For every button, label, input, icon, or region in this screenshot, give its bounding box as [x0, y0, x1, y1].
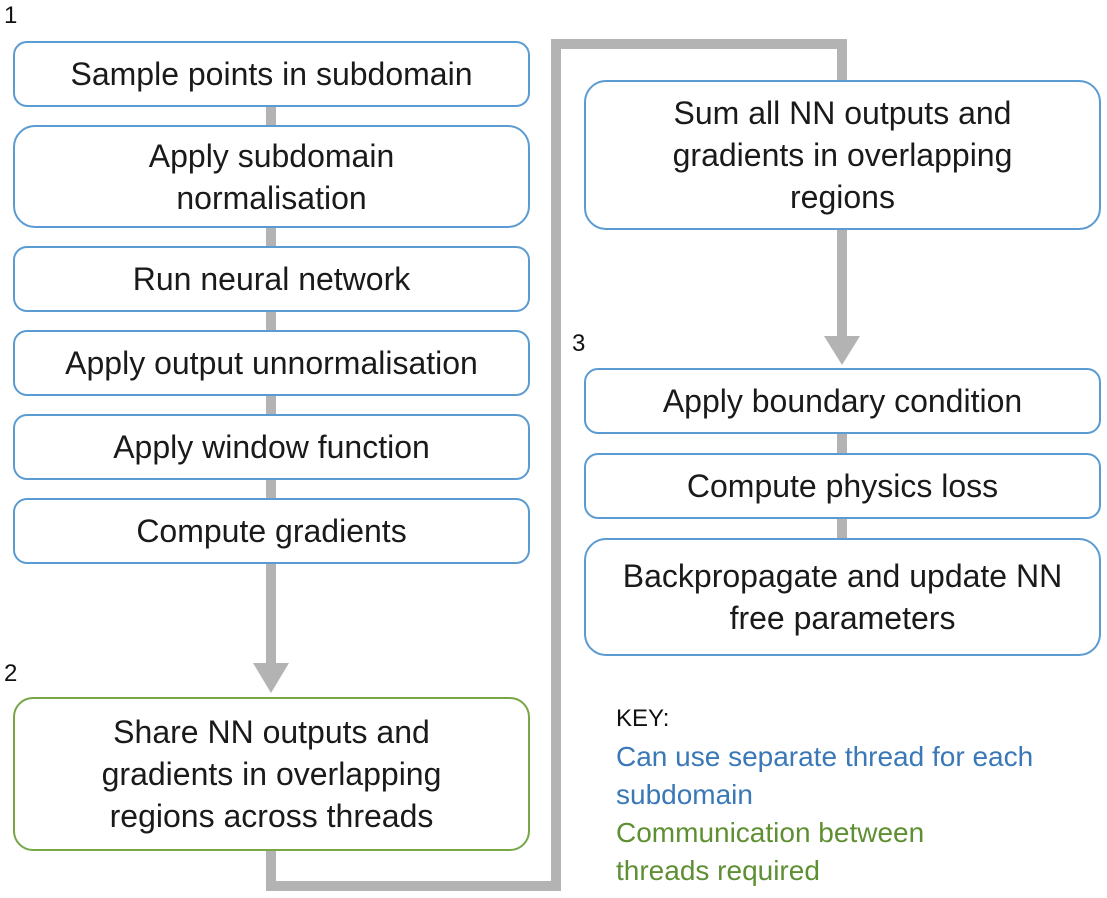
- arrow-to-share-head: [253, 663, 289, 693]
- arrow-to-boundary-head: [824, 336, 860, 365]
- key-blue-text: Can use separate thread for each subdoma…: [616, 741, 1034, 810]
- key-title: KEY:: [616, 705, 670, 732]
- sum-outputs-label: Sum all NN outputs and gradients in over…: [672, 95, 1013, 215]
- physics-loss-label: Compute physics loss: [686, 468, 999, 504]
- sample-points-label: Sample points in subdomain: [70, 56, 473, 92]
- subdomain-normalisation-box: Apply subdomain normalisation: [13, 125, 530, 228]
- window-function-box: Apply window function: [13, 414, 530, 480]
- step-number-2: 2: [4, 660, 18, 687]
- subdomain-normalisation-label: Apply subdomain normalisation: [148, 137, 395, 216]
- compute-gradients-label: Compute gradients: [136, 513, 407, 549]
- backpropagate-box: Backpropagate and update NN free paramet…: [584, 538, 1101, 656]
- physics-loss-box: Compute physics loss: [584, 453, 1101, 519]
- step-number-3: 3: [572, 330, 586, 357]
- sample-points-box: Sample points in subdomain: [13, 41, 530, 107]
- key-legend: KEY: Can use separate thread for each su…: [616, 700, 1056, 890]
- key-green-text: Communication between threads required: [616, 817, 925, 886]
- loop-connector: [266, 39, 847, 891]
- boundary-condition-box: Apply boundary condition: [584, 368, 1101, 434]
- window-function-label: Apply window function: [113, 429, 430, 465]
- sum-outputs-box: Sum all NN outputs and gradients in over…: [584, 80, 1101, 230]
- share-outputs-label: Share NN outputs and gradients in overla…: [101, 714, 442, 834]
- run-neural-network-label: Run neural network: [132, 261, 411, 297]
- share-outputs-box: Share NN outputs and gradients in overla…: [13, 697, 530, 851]
- compute-gradients-box: Compute gradients: [13, 498, 530, 564]
- backpropagate-label: Backpropagate and update NN free paramet…: [622, 558, 1063, 636]
- boundary-condition-label: Apply boundary condition: [662, 383, 1023, 419]
- output-unnormalisation-label: Apply output unnormalisation: [65, 345, 478, 381]
- output-unnormalisation-box: Apply output unnormalisation: [13, 330, 530, 396]
- step-number-1: 1: [4, 2, 18, 29]
- run-neural-network-box: Run neural network: [13, 246, 530, 312]
